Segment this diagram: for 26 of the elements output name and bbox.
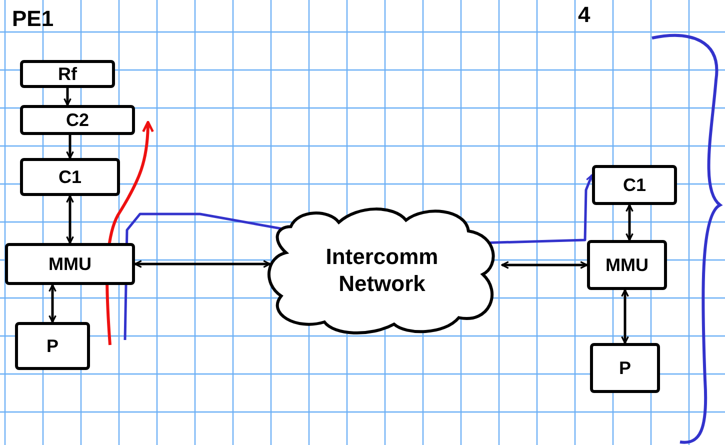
component-box: [592, 165, 677, 205]
component-box: [20, 60, 115, 88]
arrow: [66, 135, 74, 159]
node-label: C1: [58, 166, 82, 188]
node-label: C2: [66, 108, 89, 132]
arrow: [501, 261, 588, 269]
component-box: [15, 322, 90, 370]
arrow: [64, 88, 72, 106]
component-box: [20, 158, 120, 196]
node-label: C1: [622, 174, 646, 196]
arrow: [48, 284, 56, 323]
arrow: [621, 289, 629, 344]
arrow: [626, 204, 634, 241]
component-box: [5, 243, 135, 285]
arrow: [134, 260, 271, 268]
node-label: MMU: [48, 252, 92, 276]
node-label: Rf: [58, 62, 77, 86]
component-box: [20, 105, 135, 135]
component-box: [590, 343, 660, 393]
node-label: P: [46, 334, 58, 358]
arrow: [66, 195, 74, 244]
heading-label: 4: [578, 1, 590, 29]
node-label: P: [618, 356, 631, 380]
node-label: MMU: [606, 254, 648, 276]
component-box: [587, 240, 667, 290]
node-label: Intercomm Network: [324, 242, 440, 298]
